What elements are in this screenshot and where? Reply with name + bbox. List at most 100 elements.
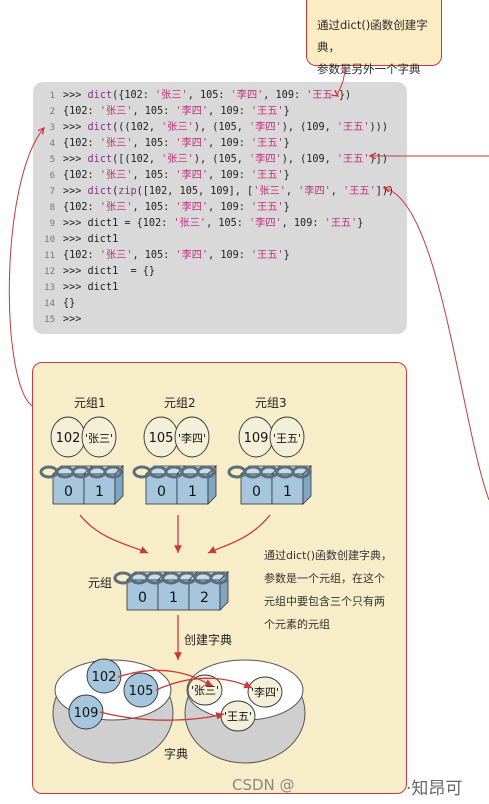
line-number: 12 bbox=[44, 267, 55, 277]
code-token: ))) bbox=[369, 122, 388, 133]
code-text: {102: '张三', 105: '李四', 109: '王五'} bbox=[63, 200, 290, 216]
block-face bbox=[83, 473, 116, 505]
block-face bbox=[271, 473, 304, 505]
code-line: 12 >>> dict1 = {} bbox=[33, 264, 407, 280]
line-number: 13 bbox=[44, 283, 55, 293]
code-token: , 105: bbox=[132, 202, 176, 213]
code-token: '王五' bbox=[336, 122, 370, 133]
index-label: 0 bbox=[252, 484, 261, 500]
code-token: >>> bbox=[63, 314, 82, 325]
value-egg bbox=[81, 416, 117, 458]
code-text: >>> dict(((102, '张三'), (105, '李四'), (109… bbox=[63, 120, 388, 136]
code-token: >>> dict1 = {} bbox=[63, 266, 156, 277]
code-line: 5>>> dict([(102, '张三'), (105, '李四'), (10… bbox=[33, 152, 407, 168]
map-105 bbox=[155, 677, 253, 691]
line-number: 8 bbox=[49, 203, 55, 213]
line-number: 5 bbox=[49, 155, 55, 165]
tuple1-title: 元组1 bbox=[74, 396, 106, 410]
block-face bbox=[126, 579, 159, 611]
value-egg bbox=[174, 416, 210, 458]
line-number: 9 bbox=[49, 219, 55, 229]
tuple-key: 105 bbox=[149, 431, 174, 446]
code-token: '张三' bbox=[99, 106, 133, 117]
code-token: }) bbox=[338, 90, 352, 101]
code-token: {102: bbox=[63, 170, 100, 181]
chain-link bbox=[209, 571, 229, 585]
footer-zhihu: ·知昂可 bbox=[406, 779, 463, 799]
code-token: >>> dict1 = {102: bbox=[63, 218, 174, 229]
code-token: >>> dict1 bbox=[63, 234, 119, 245]
code-token: , 105: bbox=[132, 170, 176, 181]
dict-key-ball bbox=[123, 672, 159, 708]
tuple2-title: 元组2 bbox=[164, 396, 196, 410]
code-token: '王五' bbox=[343, 186, 376, 197]
code-line: 15>>> bbox=[33, 312, 407, 328]
index-label: 1 bbox=[95, 484, 104, 500]
line-number: 6 bbox=[49, 171, 55, 181]
code-text: {102: '张三', 105: '李四', 109: '王五'} bbox=[63, 104, 290, 120]
dict-key-text: 109 bbox=[74, 706, 99, 721]
tuple-key: 109 bbox=[244, 431, 269, 446]
arrow-line7 bbox=[384, 188, 489, 501]
index-label: 2 bbox=[200, 590, 209, 606]
code-token: >>> bbox=[63, 90, 88, 101]
index-label: 0 bbox=[64, 484, 73, 500]
code-token: '张三' bbox=[253, 186, 286, 197]
code-token: } bbox=[283, 106, 290, 117]
index-label: 0 bbox=[157, 484, 166, 500]
code-token: {102: bbox=[63, 202, 100, 213]
code-token: '李四' bbox=[249, 122, 282, 133]
code-token: {102: bbox=[63, 250, 100, 261]
code-token: {102: bbox=[63, 106, 100, 117]
code-token: >>> bbox=[63, 154, 88, 165]
arrow-t1-outer bbox=[79, 514, 149, 554]
side-note-line-1: 通过dict()函数创建字典， bbox=[264, 549, 392, 562]
code-token: , 109: bbox=[263, 90, 307, 101]
code-token: , 109: bbox=[208, 250, 251, 261]
code-token: '王五' bbox=[251, 106, 284, 117]
code-text: >>> bbox=[63, 312, 81, 328]
code-token: '张三' bbox=[99, 170, 133, 181]
code-token: } bbox=[283, 202, 290, 213]
code-token: '张三' bbox=[99, 138, 133, 149]
code-token: '张三' bbox=[161, 154, 194, 165]
code-token: ), (109, bbox=[281, 122, 337, 133]
code-token: } bbox=[283, 250, 290, 261]
map-109 bbox=[99, 711, 225, 721]
footer-csdn: CSDN @ bbox=[232, 776, 295, 794]
code-line: 11{102: '张三', 105: '李四', 109: '王五'} bbox=[33, 248, 407, 264]
code-token: ( bbox=[112, 186, 119, 197]
code-line: 6{102: '张三', 105: '李四', 109: '王五'} bbox=[33, 168, 407, 184]
side-note: 通过dict()函数创建字典， 参数是一个元组，在这个 元组中要包含三个只有两 … bbox=[264, 544, 394, 636]
code-token: , 109: bbox=[208, 138, 251, 149]
code-line: 2{102: '张三', 105: '李四', 109: '王五'} bbox=[33, 104, 407, 120]
tuple3-title: 元组3 bbox=[255, 396, 287, 410]
line-number: 4 bbox=[49, 139, 55, 149]
note-top: 通过dict()函数创建字典， 参数是另外一个字典 bbox=[306, 0, 442, 76]
code-token: '张三' bbox=[161, 122, 194, 133]
code-token: '张三' bbox=[99, 250, 133, 261]
chain-link bbox=[103, 465, 123, 479]
dict-value-egg bbox=[247, 676, 283, 708]
code-token: '王五' bbox=[336, 154, 370, 165]
code-token: , 105: bbox=[132, 106, 176, 117]
code-token: , 105: bbox=[132, 250, 176, 261]
code-line: 13>>> dict1 bbox=[33, 280, 407, 296]
index-label: 0 bbox=[138, 590, 147, 606]
code-text: {102: '张三', 105: '李四', 109: '王五'} bbox=[63, 248, 290, 264]
line-number: 10 bbox=[44, 235, 55, 245]
side-note-line-2: 参数是一个元组，在这个 bbox=[264, 572, 385, 585]
code-token: >>> bbox=[63, 122, 88, 133]
code-text: {102: '张三', 105: '李四', 109: '王五'} bbox=[63, 136, 290, 152]
code-line: 8 {102: '张三', 105: '李四', 109: '王五'} bbox=[33, 200, 407, 216]
line-number: 14 bbox=[44, 299, 55, 309]
side-note-line-4: 个元素的元组 bbox=[264, 618, 330, 631]
code-token: '李四' bbox=[175, 170, 209, 181]
arrow-note-to-line1 bbox=[337, 65, 346, 96]
code-token: ), (109, bbox=[281, 154, 337, 165]
code-token: } bbox=[357, 218, 364, 229]
code-token: {102: bbox=[63, 138, 100, 149]
